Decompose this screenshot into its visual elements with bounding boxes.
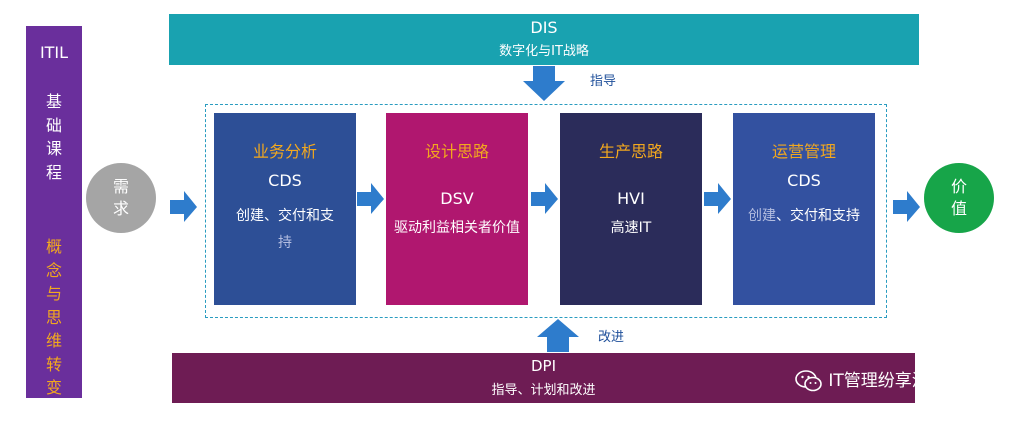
stage-code: DSV — [440, 189, 474, 208]
watermark-text: IT管理纷享汇 — [828, 371, 929, 391]
right-arrow-icon — [357, 183, 384, 214]
dis-band: DIS 数字化与IT战略 — [169, 14, 919, 65]
dpi-band: DPI 指导、计划和改进 — [172, 353, 915, 403]
stage-production-thinking: 生产思路 HVI 高速IT — [560, 113, 702, 305]
itil-sidebar: ITIL 基 础 课 程 概 念 与 思 维 转 变 — [26, 26, 82, 398]
sidebar-basic-course: 基 础 课 程 — [45, 92, 62, 182]
stage-design-thinking: 设计思路 DSV 驱动利益相关者价值 — [386, 113, 528, 305]
dis-subtitle: 数字化与IT战略 — [499, 44, 589, 59]
dpi-subtitle: 指导、计划和改进 — [491, 383, 596, 398]
value-label: 价 值 — [950, 177, 967, 218]
stage-code: CDS — [787, 171, 821, 190]
right-arrow-icon — [531, 183, 558, 214]
right-arrow-icon — [893, 191, 920, 222]
wechat-icon — [795, 370, 822, 392]
demand-label: 需 求 — [112, 177, 129, 218]
up-arrow-icon — [537, 319, 579, 352]
sidebar-concept-shift: 概 念 与 思 维 转 变 — [45, 237, 62, 397]
guide-label: 指导 — [590, 74, 617, 89]
desc-part: 、交付和支持 — [776, 208, 860, 224]
process-frame — [205, 104, 887, 318]
demand-circle: 需 求 — [86, 163, 156, 233]
stage-code: HVI — [617, 189, 645, 208]
dpi-title: DPI — [530, 357, 557, 375]
stage-code: CDS — [268, 171, 302, 190]
desc-part: 创建、交付和支 — [236, 208, 334, 224]
stage-heading: 设计思路 — [424, 142, 489, 161]
stage-description: 高速IT — [610, 220, 652, 236]
sidebar-title: ITIL — [39, 43, 69, 62]
stage-operations-management: 运营管理 CDS 创建、交付和支持 — [733, 113, 875, 305]
stage-heading: 业务分析 — [252, 142, 317, 161]
right-arrow-icon — [170, 191, 197, 222]
right-arrow-icon — [704, 183, 731, 214]
stage-description: 驱动利益相关者价值 — [394, 220, 520, 236]
down-arrow-icon — [523, 66, 565, 101]
value-circle: 价 值 — [924, 163, 994, 233]
stage-description: 创建、交付和支持 — [224, 203, 346, 257]
dis-title: DIS — [530, 18, 558, 37]
desc-part: 创建 — [748, 208, 776, 224]
desc-part: 持 — [278, 235, 292, 251]
stage-description: 创建、交付和支持 — [743, 203, 865, 230]
stage-business-analysis: 业务分析 CDS 创建、交付和支持 — [214, 113, 356, 305]
stage-heading: 生产思路 — [598, 142, 663, 161]
watermark: IT管理纷享汇 — [795, 366, 995, 392]
improve-label: 改进 — [598, 330, 625, 345]
stage-heading: 运营管理 — [771, 142, 836, 161]
